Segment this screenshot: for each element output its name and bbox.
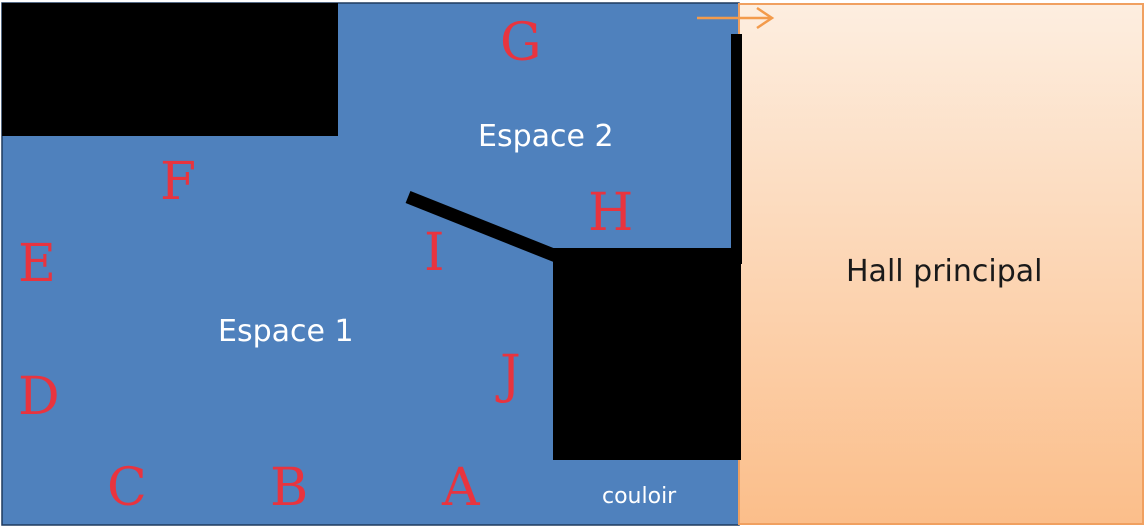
marker-j: J: [495, 345, 521, 405]
wall-vertical: [731, 34, 742, 264]
marker-a: A: [441, 458, 481, 518]
marker-f: F: [160, 152, 196, 212]
espace-2-label: Espace 2: [478, 119, 614, 154]
marker-d: D: [18, 367, 60, 427]
arrow-right-icon: [697, 6, 775, 30]
wall-block-top-left: [2, 3, 338, 136]
hall-principal-area: [738, 3, 1144, 525]
wall-diagonal: [405, 190, 559, 263]
marker-h: H: [588, 183, 633, 243]
wall-block-bottom: [553, 248, 741, 460]
marker-b: B: [270, 458, 308, 518]
couloir-label: couloir: [602, 484, 677, 509]
marker-i: I: [424, 223, 445, 283]
marker-g: G: [500, 13, 542, 73]
hall-principal-label: Hall principal: [846, 254, 1042, 289]
marker-c: C: [107, 458, 147, 518]
espace-1-label: Espace 1: [218, 314, 354, 349]
marker-e: E: [18, 234, 56, 294]
